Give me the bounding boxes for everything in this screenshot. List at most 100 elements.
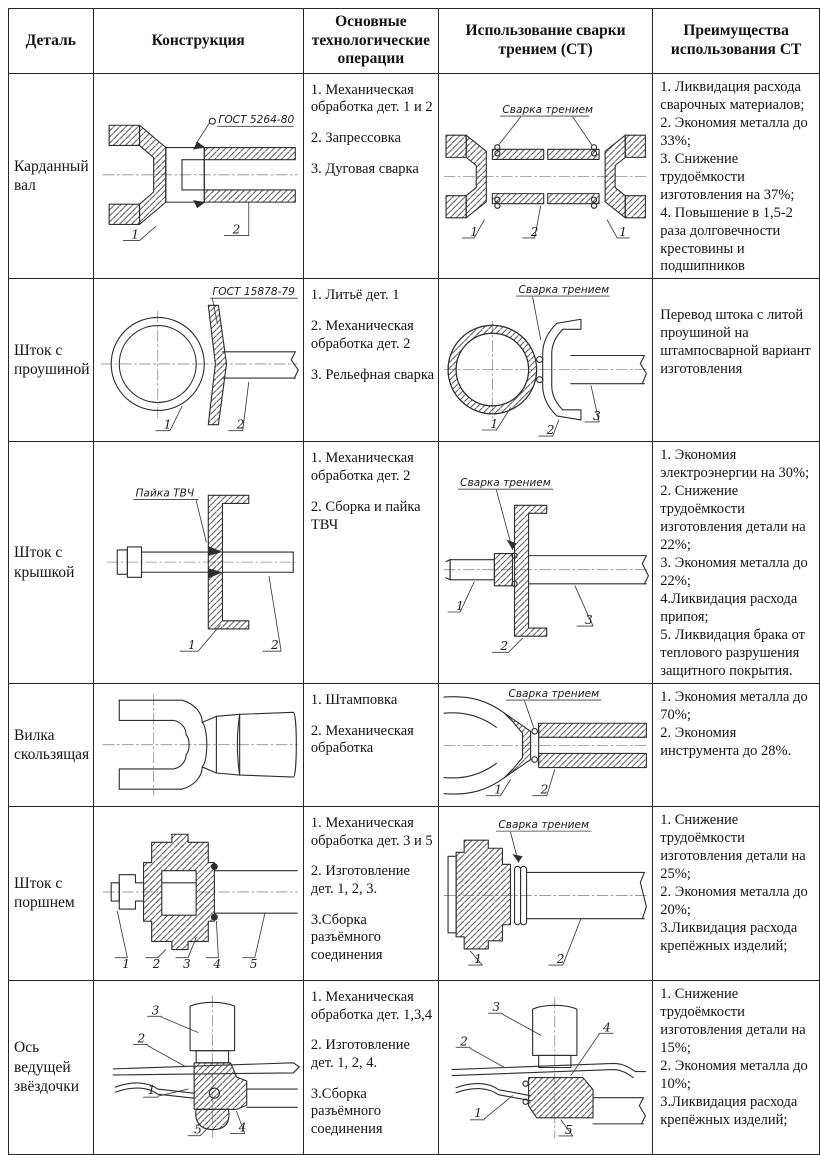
- header-row: Деталь Конструкция Основные технологичес…: [8, 8, 820, 74]
- part-name: Шток с крышкой: [8, 441, 94, 685]
- friction-welding-drawing-cell: Сварка трением 1 2 3: [437, 278, 654, 443]
- advantages-text: 1. Ликвидация расхода сварочных материал…: [652, 72, 820, 280]
- part-number-label: 3: [492, 1000, 500, 1014]
- cardan-shaft-welded-drawing: Сварка трением 1 2 1: [443, 104, 648, 239]
- part-number-label: 2: [529, 225, 538, 239]
- friction-welding-drawing-cell: Сварка трением 1 2 1: [437, 72, 654, 280]
- part-number-label: 2: [151, 956, 160, 970]
- part-number-label: 1: [470, 225, 478, 239]
- operation-item: 1. Механическая обработка дет. 1 и 2: [310, 81, 433, 116]
- operations-list: 1. Механическая обработка дет. 1 и 2 2. …: [302, 72, 439, 280]
- table-row: Шток с крышкой Пайка ТВЧ 1 2: [8, 441, 820, 685]
- rod-cap-welded-drawing: Сварка трением 1 2 3: [443, 477, 649, 653]
- gost-annotation: ГОСТ 5264-80: [218, 113, 294, 126]
- construction-drawing-cell: [92, 683, 304, 808]
- operation-item: 2. Изготовление дет. 1, 2, 3.: [310, 863, 410, 898]
- friction-welding-drawing-cell: Сварка трением 1 2 3: [437, 441, 654, 685]
- operation-item: 2. Изготовление дет. 1, 2, 4.: [310, 1037, 410, 1071]
- part-number-label: 4: [212, 956, 221, 970]
- advantages-text: 1. Снижение трудоёмкости изготовления де…: [652, 979, 820, 1155]
- part-number-label: 1: [163, 417, 171, 431]
- part-number-label: 3: [585, 613, 593, 627]
- part-number-label: 2: [499, 639, 508, 653]
- table-row: Шток с проушиной ГОСТ 15878-79 1 2: [8, 278, 820, 443]
- part-number-label: 2: [136, 1032, 145, 1046]
- operation-item: 1. Литьё дет. 1: [310, 287, 400, 304]
- col-header-part: Деталь: [8, 8, 94, 74]
- operations-list: 1. Механическая обработка дет. 3 и 5 2. …: [302, 806, 439, 981]
- table-row: Ось ведущей звёздочки 3 2: [8, 979, 820, 1155]
- operation-item: 3. Рельефная сварка: [310, 366, 435, 383]
- part-number-label: 1: [131, 227, 139, 241]
- gost-annotation: ГОСТ 15878-79: [212, 285, 295, 298]
- rod-cap-construction-drawing: Пайка ТВЧ 1 2: [106, 486, 296, 652]
- part-number-label: 2: [270, 638, 279, 652]
- part-number-label: 4: [237, 1121, 246, 1135]
- part-number-label: 2: [540, 782, 549, 796]
- col-header-operations: Основные технологические операции: [302, 8, 439, 74]
- part-number-label: 5: [565, 1123, 573, 1137]
- part-number-label: 2: [556, 952, 565, 966]
- friction-welding-table: Деталь Конструкция Основные технологичес…: [8, 8, 820, 1155]
- weld-annotation: Сварка трением: [460, 477, 551, 489]
- advantages-text: Перевод штока с литой проушиной на штамп…: [652, 278, 820, 443]
- operation-item: 1. Механическая обработка дет. 1,3,4: [310, 988, 433, 1023]
- rod-piston-welded-drawing: Сварка трением 1 2: [443, 819, 648, 966]
- operation-item: 3.Сборка разъёмного соединения: [310, 1085, 383, 1137]
- weld-annotation: Сварка трением: [518, 284, 609, 296]
- part-number-label: 3: [151, 1004, 159, 1018]
- part-number-label: 1: [147, 1084, 155, 1098]
- construction-drawing-cell: Пайка ТВЧ 1 2: [92, 441, 304, 685]
- operation-item: 2. Механическая обработка: [310, 722, 414, 757]
- operation-item: 1. Механическая обработка дет. 2: [310, 450, 414, 485]
- part-name: Ось ведущей звёздочки: [8, 979, 94, 1155]
- friction-welding-drawing-cell: 3 2 4 1 5: [437, 979, 654, 1155]
- part-number-label: 1: [490, 417, 498, 431]
- part-name: Карданный вал: [8, 72, 94, 280]
- col-header-friction-welding: Использование сварки трением (СТ): [437, 8, 654, 74]
- sliding-fork-welded-drawing: Сварка трением 1 2: [443, 688, 648, 796]
- part-name: Шток с проушиной: [8, 278, 94, 443]
- construction-drawing-cell: ГОСТ 15878-79 1 2: [92, 278, 304, 443]
- advantages-text: 1. Снижение трудоёмкости изготовления де…: [652, 806, 820, 981]
- operations-list: 1. Литьё дет. 1 2. Механическая обработк…: [302, 278, 439, 443]
- construction-drawing-cell: 1 2 3 4 5: [92, 806, 304, 981]
- weld-annotation: Сварка трением: [498, 819, 589, 831]
- col-header-advantages: Преимущества использования СТ: [652, 8, 820, 74]
- friction-welding-drawing-cell: Сварка трением 1 2: [437, 683, 654, 808]
- operations-list: 1. Штамповка 2. Механическая обработка: [302, 683, 439, 808]
- advantages-text: 1. Экономия металла до 70%; 2. Экономия …: [652, 683, 820, 808]
- operation-item: 2. Механическая обработка дет. 2: [310, 318, 414, 352]
- part-number-label: 3: [183, 956, 191, 970]
- part-number-label: 2: [546, 423, 555, 437]
- part-number-label: 1: [188, 638, 196, 652]
- part-name: Вилка скользящая: [8, 683, 94, 808]
- operation-item: 3. Дуговая сварка: [310, 160, 419, 177]
- part-number-label: 1: [494, 782, 502, 796]
- operation-item: 1. Штамповка: [310, 692, 398, 709]
- operation-item: 3.Сборка разъёмного соединения: [310, 911, 383, 964]
- part-number-label: 2: [231, 222, 240, 236]
- weld-annotation: Сварка трением: [502, 104, 593, 116]
- weld-annotation: Сварка трением: [508, 688, 599, 700]
- advantages-text: 1. Экономия электроэнергии на 30%; 2. Сн…: [652, 441, 820, 685]
- table-row: Вилка скользящая 1. Штамповка 2.: [8, 683, 820, 808]
- operation-item: 2. Запрессовка: [310, 130, 401, 147]
- part-number-label: 2: [235, 417, 244, 431]
- table-row: Карданный вал ГОСТ 5264-80 1: [8, 72, 820, 280]
- operation-item: 1. Механическая обработка дет. 3 и 5: [310, 815, 433, 849]
- construction-drawing-cell: 3 2 1 5 4: [92, 979, 304, 1155]
- part-number-label: 1: [474, 952, 482, 966]
- cardan-shaft-construction-drawing: ГОСТ 5264-80 1 2: [102, 113, 298, 241]
- part-number-label: 5: [194, 1123, 202, 1137]
- rod-eyelet-construction-drawing: ГОСТ 15878-79 1 2: [100, 285, 299, 431]
- construction-drawing-cell: ГОСТ 5264-80 1 2: [92, 72, 304, 280]
- part-number-label: 1: [619, 225, 627, 239]
- part-name: Шток с поршнем: [8, 806, 94, 981]
- part-number-label: 4: [602, 1020, 611, 1034]
- table-row: Шток с поршнем 1 2 3 4: [8, 806, 820, 981]
- operation-item: 2. Сборка и пайка ТВЧ: [310, 498, 421, 533]
- rod-piston-construction-drawing: 1 2 3 4 5: [102, 833, 298, 970]
- solder-annotation: Пайка ТВЧ: [135, 486, 194, 499]
- friction-welding-drawing-cell: Сварка трением 1 2: [437, 806, 654, 981]
